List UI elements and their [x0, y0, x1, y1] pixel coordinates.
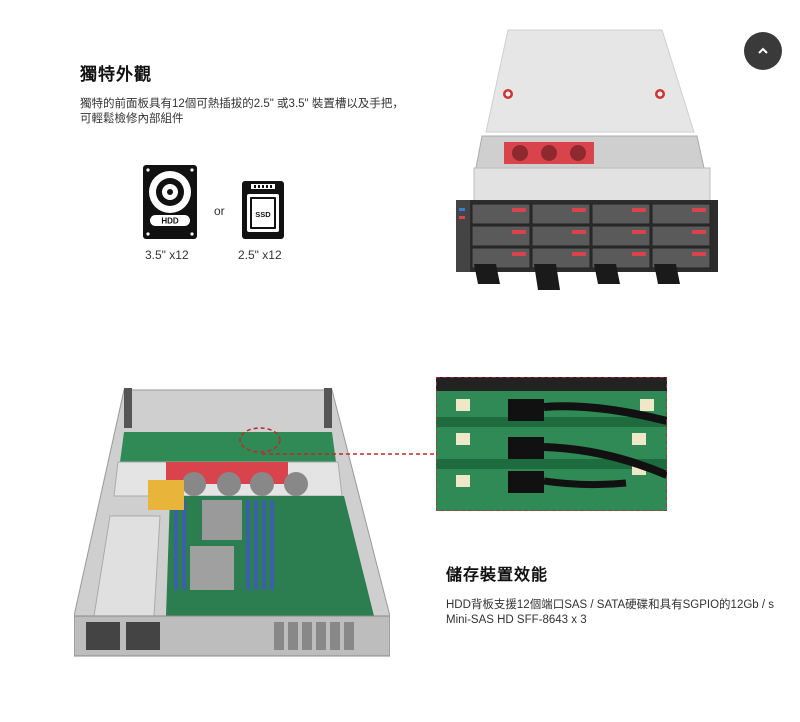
- section-title-appearance: 獨特外觀: [80, 65, 152, 84]
- chevron-up-icon: [758, 47, 768, 54]
- or-label: or: [214, 204, 225, 218]
- section-description-appearance: 獨特的前面板具有12個可熱插拔的2.5" 或3.5" 裝置槽以及手把，可輕鬆檢修…: [80, 98, 404, 125]
- server-front-image: [452, 28, 722, 300]
- server-internal-image: [73, 388, 391, 660]
- ssd-icon: SSD: [242, 181, 284, 239]
- hdd-icon: HDD: [143, 165, 197, 239]
- backplane-zoom-image: [435, 376, 669, 512]
- back-to-top-button[interactable]: [744, 32, 782, 70]
- section-description-storage: HDD背板支援12個端口SAS / SATA硬碟和具有SGPIO的12Gb / …: [446, 599, 775, 626]
- section-title-storage: 儲存裝置效能: [446, 567, 549, 584]
- hdd-caption: 3.5" x12: [145, 248, 189, 262]
- hdd-icon-label: HDD: [161, 217, 179, 226]
- callout-line: [262, 430, 438, 470]
- ssd-caption: 2.5" x12: [238, 248, 282, 262]
- ssd-icon-label: SSD: [255, 210, 271, 219]
